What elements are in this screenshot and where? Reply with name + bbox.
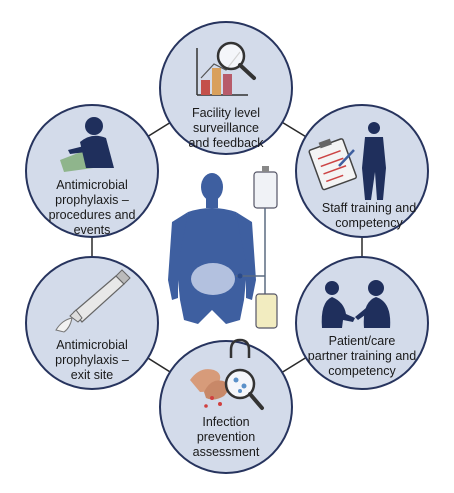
chart-magnifier-icon [196,41,256,96]
node-staff-training: Staff training and competency [295,104,429,238]
two-people-talking-icon [321,280,391,328]
node-label-line: and feedback [188,136,264,150]
node-label-line: procedures and [49,208,136,222]
node-circle [159,340,293,474]
node-prophylaxis-procedures: Antimicrobial prophylaxis – procedures a… [25,104,159,238]
node-label-line: Antimicrobial [56,178,128,192]
node-circle [25,104,159,238]
nurse-clipboard-icon [308,122,386,200]
handwashing-magnifier-icon [190,338,264,410]
node-label-line: events [74,223,111,237]
node-label-line: Staff training and [322,201,416,215]
node-patient-training: Patient/care partner training and compet… [295,256,429,390]
node-label-line: prophylaxis – [55,193,129,207]
node-label-line: partner training and [308,349,416,363]
node-surveillance: Facility level surveillance and feedback [159,21,293,155]
node-label-line: competency [335,216,403,230]
node-label-line: Patient/care [329,334,396,348]
node-label-line: Infection [202,415,249,429]
node-prophylaxis-exit-site: Antimicrobial prophylaxis – exit site [25,256,159,390]
node-label-line: Facility level [192,106,260,120]
node-circle [25,256,159,390]
node-label-line: competency [328,364,396,378]
surgeon-icon [60,117,114,172]
node-label-line: exit site [71,368,113,382]
node-label-line: prevention [197,430,255,444]
ointment-tube-icon [55,269,131,333]
node-infection-prevention: Infection prevention assessment [159,338,293,474]
node-label-line: assessment [193,445,260,459]
peritoneal-dialysis-patient-icon [168,166,278,329]
node-label-line: Antimicrobial [56,338,128,352]
node-label-line: surveillance [193,121,259,135]
node-circle [295,104,429,238]
node-label-line: prophylaxis – [55,353,129,367]
